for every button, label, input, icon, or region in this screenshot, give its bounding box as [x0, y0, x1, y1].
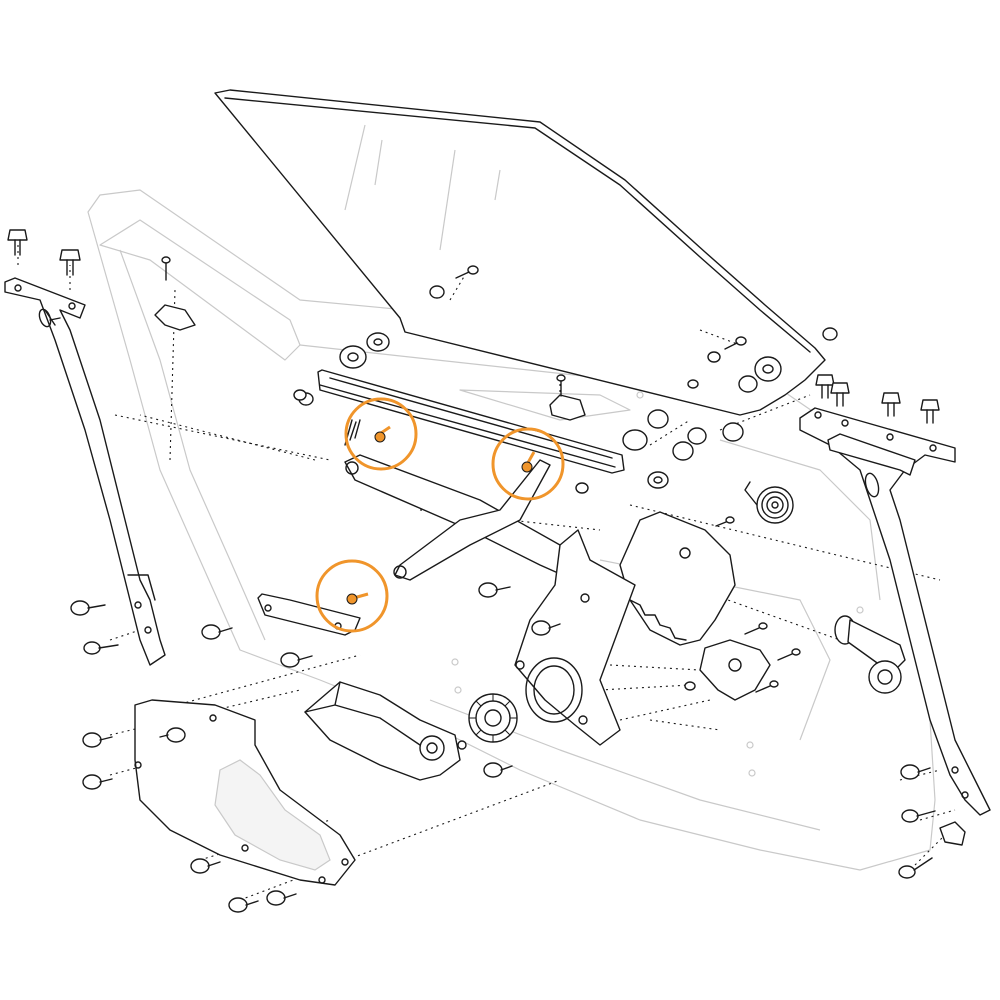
flange-bolt: [159, 727, 186, 743]
highlight-ring-lower: [315, 559, 389, 633]
counterbalance-spring: [744, 481, 794, 524]
flange-bolt: [900, 764, 931, 780]
screw: [898, 857, 933, 879]
flange-bolt: [280, 652, 313, 668]
drive-gear: [468, 693, 518, 743]
door-glass: [214, 89, 826, 416]
flange-bolt: [684, 681, 696, 691]
flange-bolt: [228, 897, 259, 913]
hex-bolt: [59, 249, 81, 276]
screw: [556, 374, 566, 397]
highlight-ring-upper-right: [491, 427, 565, 501]
screw: [822, 327, 838, 341]
screw: [744, 622, 768, 635]
glass-clip-bracket: [154, 304, 196, 331]
regulator-frame: [514, 529, 636, 746]
flange-bolt: [293, 389, 307, 401]
flange-bolt: [82, 732, 113, 748]
window-motor: [304, 681, 467, 781]
flange-bolt: [82, 774, 113, 790]
highlighted-rivet-upper-left: [374, 425, 391, 443]
glass-lift-channel: [317, 369, 625, 474]
glass-clip-center: [549, 394, 586, 421]
pivot-bracket: [699, 639, 771, 701]
highlighted-rivet-upper-right: [521, 451, 536, 473]
lower-clip: [939, 821, 966, 846]
highlighted-rivet-lower: [346, 592, 369, 605]
sector-gear-plate: [619, 511, 736, 646]
screw: [715, 516, 735, 527]
screw: [161, 256, 171, 281]
hex-bolt: [830, 382, 850, 407]
hex-bolt: [815, 374, 835, 399]
highlight-ring-upper-left: [344, 397, 418, 471]
flange-bolt: [483, 762, 513, 778]
rear-window-channel: [799, 407, 991, 816]
fasteners: [7, 229, 940, 913]
access-cover-panel: [134, 699, 356, 886]
screw: [83, 641, 119, 655]
washers-and-grommets: [298, 285, 782, 494]
screw: [687, 379, 699, 389]
flange-bolt: [266, 890, 297, 906]
screw: [777, 648, 801, 661]
roller-arm: [834, 615, 906, 694]
front-window-channel: [4, 277, 166, 666]
screw: [455, 265, 479, 279]
screw: [901, 809, 936, 823]
screw: [724, 336, 747, 350]
flange-bolt: [70, 600, 106, 616]
screw: [755, 680, 779, 693]
hex-bolt: [920, 399, 940, 424]
hex-bolt: [881, 392, 901, 417]
flange-bolt: [478, 582, 511, 598]
flange-bolt: [201, 624, 233, 640]
flange-bolt: [531, 620, 561, 636]
flange-bolt: [190, 858, 221, 874]
highlighted-parts: [315, 397, 565, 633]
hex-bolt: [7, 229, 28, 256]
